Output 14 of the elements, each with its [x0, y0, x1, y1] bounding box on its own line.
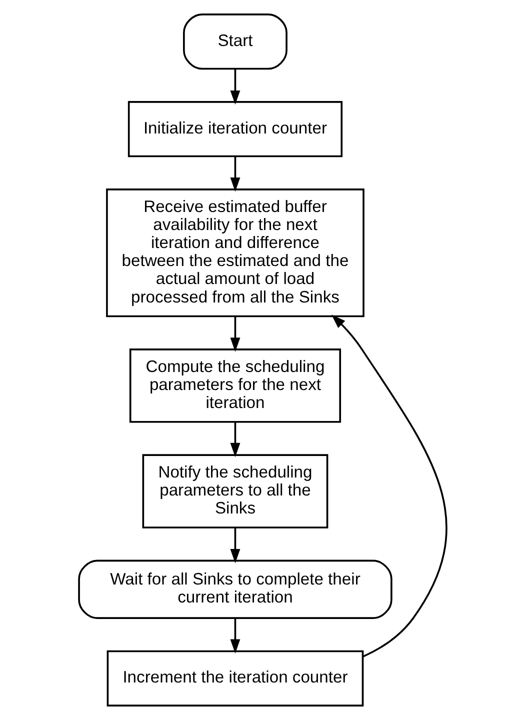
node-box: Wait for all Sinks to complete their current iteration	[78, 560, 392, 619]
node-box: Initialize iteration counter	[128, 101, 343, 158]
arrow	[331, 314, 448, 658]
node-box: Receive estimated buffer availability for the next iteration and difference between the estimated and the actual amount of load processed from all the Sinks	[106, 188, 364, 318]
arrow	[230, 422, 240, 458]
node-box: Compute the scheduling parameters for the next iteration	[129, 348, 342, 423]
arrow	[230, 68, 240, 105]
arrow	[230, 316, 240, 352]
node-box: Increment the iteration counter	[106, 650, 364, 706]
node-box: Start	[183, 14, 288, 70]
arrow	[230, 528, 240, 564]
node-box: Notify the scheduling parameters to all the Sinks	[142, 454, 328, 528]
arrow	[230, 618, 240, 654]
arrow	[230, 156, 240, 192]
